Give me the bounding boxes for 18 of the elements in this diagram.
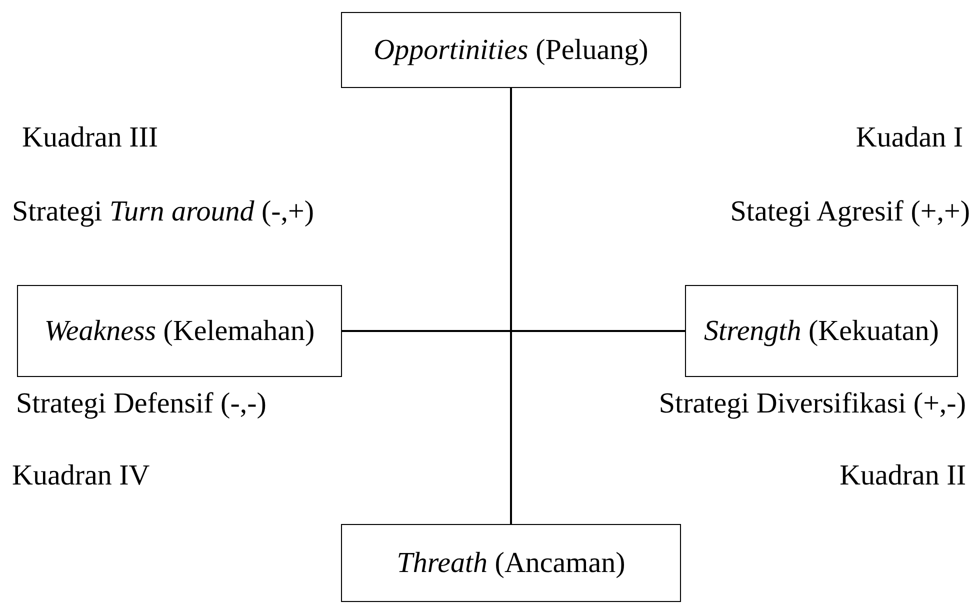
quadrant-label: Strategi Diversifikasi (+,-) bbox=[658, 388, 966, 420]
text-box bbox=[341, 12, 681, 88]
text-box bbox=[17, 285, 342, 377]
axis-line bbox=[510, 88, 512, 524]
axis-line bbox=[342, 330, 685, 332]
box-label: Weakness (Kelemahan) bbox=[44, 314, 315, 348]
strategy-label: Kuadran II bbox=[840, 460, 966, 492]
strategy-label: Stategi Agresif (+,+) bbox=[730, 196, 970, 228]
strategy-label: Strategi Turn around (-,+) bbox=[12, 196, 314, 228]
quadrant-label: Strategi Defensif (-,-) bbox=[16, 388, 266, 420]
strategy-label: Kuadran IV bbox=[12, 460, 150, 492]
box-label: Threath (Ancaman) bbox=[396, 546, 626, 580]
quadrant-label: Kuadran III bbox=[22, 122, 158, 154]
text-box bbox=[341, 524, 681, 602]
text-box bbox=[685, 285, 958, 377]
box-label: Strength (Kekuatan) bbox=[704, 314, 939, 348]
box-label: Opportinities (Peluang) bbox=[374, 34, 648, 66]
quadrant-label: Kuadan I bbox=[856, 122, 963, 154]
